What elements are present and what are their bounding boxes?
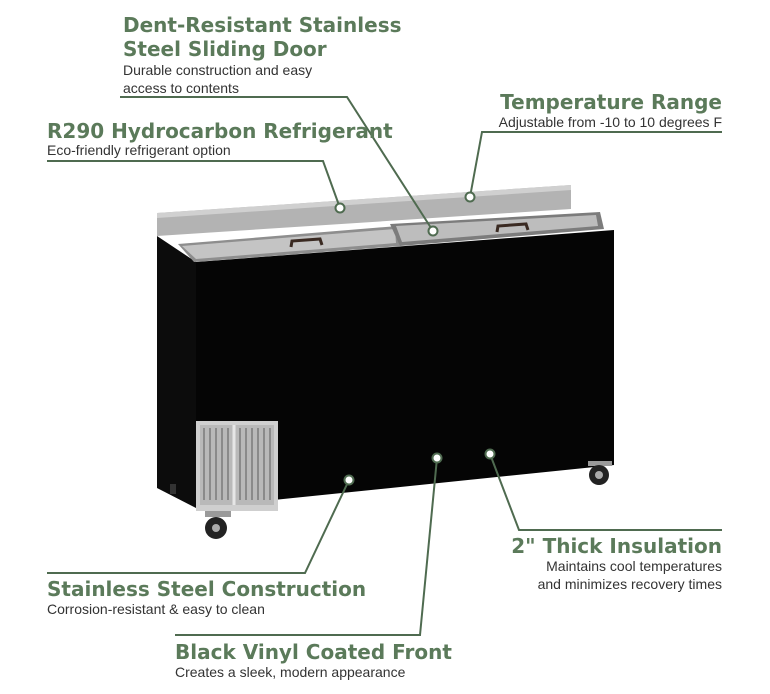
construction-leader-line [47,479,350,574]
insulation-marker-dot [484,448,496,460]
callout-lines [47,96,722,636]
door-marker-dot [427,225,439,237]
insulation-title: 2" Thick Insulation [511,534,722,558]
temperature-leader-line [469,131,722,198]
door-title-line2: Steel Sliding Door [123,37,327,61]
temperature-desc: Adjustable from -10 to 10 degrees F [498,114,722,130]
construction-title: Stainless Steel Construction [47,577,367,601]
door-desc-line2: access to contents [123,80,239,96]
bottle-cooler [157,185,614,539]
front-leader-line [175,457,438,636]
refrigerant-title: R290 Hydrocarbon Refrigerant [47,119,393,143]
black-vinyl-front [196,230,614,508]
front-desc: Creates a sleek, modern appearance [175,664,406,680]
door-desc-line1: Durable construction and easy [123,62,313,78]
refrigerant-marker-dot [334,202,346,214]
refrigerant-leader-line [47,160,341,209]
caster-right [588,461,612,485]
front-title: Black Vinyl Coated Front [175,640,452,664]
construction-desc: Corrosion-resistant & easy to clean [47,601,265,617]
insulation-desc-line1: Maintains cool temperatures [546,558,722,574]
temperature-title: Temperature Range [500,90,722,114]
door-title-line1: Dent-Resistant Stainless [123,13,402,37]
insulation-leader-line [489,453,722,531]
callout-dots [334,191,496,486]
construction-marker-dot [343,474,355,486]
caster-left [205,511,231,539]
cabinet-side [157,236,196,508]
left-lid-handle [289,237,324,248]
refrigerant-desc: Eco-friendly refrigerant option [47,142,231,158]
front-marker-dot [431,452,443,464]
door-leader-line [120,96,434,232]
temperature-marker-dot [464,191,476,203]
right-lid-handle [495,222,530,233]
insulation-desc-line2: and minimizes recovery times [537,576,722,592]
